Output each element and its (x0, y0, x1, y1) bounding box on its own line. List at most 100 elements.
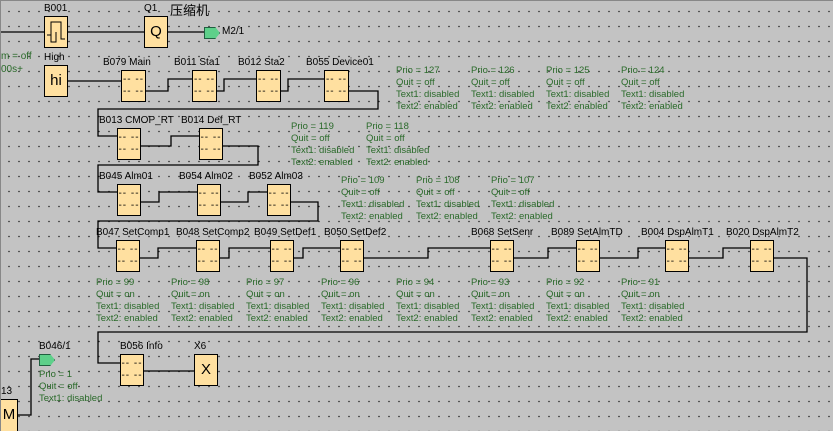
block-symbol: -- -- (197, 244, 219, 255)
block-parameter-text: Quit = on (246, 289, 285, 300)
block-symbol: -- -- (268, 200, 290, 211)
flag-label: B046/1 (39, 341, 71, 352)
wire (294, 247, 340, 259)
block-b045[interactable]: -- ---- -- (117, 184, 141, 216)
block-high[interactable]: hi (44, 65, 68, 97)
block-b054[interactable]: -- ---- -- (197, 184, 221, 216)
block-symbol: -- -- (193, 86, 216, 97)
block-b014[interactable]: -- ---- -- (199, 128, 223, 160)
block-parameter-text: Text1: disabled (171, 301, 235, 312)
block-parameter-text: Text2: enabled (321, 313, 383, 324)
block-b050[interactable]: -- ---- -- (340, 240, 364, 272)
block-b013[interactable]: -- ---- -- (117, 128, 141, 160)
block-parameter-text: Text2: enabled (96, 313, 158, 324)
block-label: B050 SetDef2 (324, 227, 387, 238)
block-symbol: -- -- (117, 256, 139, 267)
block-parameter-text: Quit = on (621, 289, 660, 300)
block-symbol: -- -- (577, 256, 599, 267)
block-parameter-text: Prio = 119 (291, 121, 334, 132)
block-b001[interactable] (44, 16, 68, 48)
block-parameter-text: Quit = off (546, 77, 585, 88)
block-parameter-text: Text2: enabled (416, 211, 478, 222)
block-b049[interactable]: -- ---- -- (270, 240, 294, 272)
block-parameter-text: Quit = on (171, 289, 210, 300)
block-parameter-text: Text1: disabled (621, 301, 685, 312)
wire (364, 247, 490, 259)
block-label: B001 (44, 3, 68, 14)
flag-label: M2/1 (222, 26, 245, 37)
block-label: B020 DspAlmT2 (726, 227, 799, 238)
block-symbol: -- -- (666, 256, 688, 267)
block-b056[interactable]: -- ---- -- (120, 354, 144, 386)
block-b052[interactable]: -- ---- -- (267, 184, 291, 216)
block-parameter-text: Prio = 92 (546, 277, 585, 288)
block-parameter-text: Text1: disabled (341, 199, 405, 210)
block-parameter-text: Prio = 94 (396, 277, 435, 288)
block-label: B054 Alm02 (179, 171, 233, 182)
block-m[interactable]: M (1, 399, 18, 431)
block-b012[interactable]: -- ---- -- (256, 70, 281, 102)
block-symbol: -- -- (118, 200, 140, 211)
block-symbol: -- -- (341, 256, 363, 267)
flag-connector-icon[interactable] (39, 354, 55, 366)
block-parameter-text: Prio = 99 (96, 277, 135, 288)
block-parameter-text: Text1: disabled (396, 89, 460, 100)
wire (217, 78, 256, 92)
block-label: B052 Alm03 (249, 171, 303, 182)
block-parameter-text: Quit = off (366, 133, 405, 144)
block-symbol: -- -- (117, 244, 139, 255)
block-symbol: -- -- (271, 256, 293, 267)
block-label: B089 SetAlmTD (551, 227, 623, 238)
block-parameter-text: Text1: disabled (471, 89, 535, 100)
wire (689, 247, 750, 259)
block-parameter-text: Text2: enabled (396, 313, 458, 324)
block-parameter-text: Quit = off (416, 187, 455, 198)
block-b055[interactable]: -- ---- -- (324, 70, 349, 102)
block-parameter-text: Quit = off (396, 77, 435, 88)
block-symbol: -- -- (341, 244, 363, 255)
block-symbol: -- -- (666, 244, 688, 255)
block-parameter-text: Prio = 124 (621, 65, 665, 76)
block-parameter-text: Text2: enabled (396, 101, 458, 112)
block-symbol: -- -- (257, 74, 280, 85)
block-symbol: -- -- (268, 188, 290, 199)
block-symbol: -- -- (118, 144, 140, 155)
block-symbol: -- -- (271, 244, 293, 255)
block-b048[interactable]: -- ---- -- (196, 240, 220, 272)
block-b004[interactable]: -- ---- -- (665, 240, 689, 272)
block-symbol: -- -- (491, 244, 513, 255)
block-b011[interactable]: -- ---- -- (192, 70, 217, 102)
block-parameter-text: Prio = 127 (396, 65, 440, 76)
block-symbol: -- -- (751, 244, 773, 255)
block-symbol: -- -- (121, 370, 143, 381)
block-parameter-text: Quit = off (39, 381, 78, 392)
block-label: B048 SetComp2 (176, 227, 250, 238)
block-b047[interactable]: -- ---- -- (116, 240, 140, 272)
block-parameter-text: Prio = 1 (39, 369, 73, 380)
block-parameter-text: Prio = 118 (366, 121, 409, 132)
block-symbol: -- -- (491, 256, 513, 267)
block-b068[interactable]: -- ---- -- (490, 240, 514, 272)
block-q1[interactable]: Q (144, 16, 168, 48)
block-b020[interactable]: -- ---- -- (750, 240, 774, 272)
block-symbol: -- -- (198, 200, 220, 211)
block-b079[interactable]: -- -- -- -- (121, 70, 146, 102)
edge-param-text: m = off (1, 51, 32, 62)
block-label: B047 SetComp1 (96, 227, 170, 238)
block-label: B014 Def_RT (181, 115, 242, 126)
block-symbol: -- -- (257, 86, 280, 97)
block-parameter-text: Text1: disabled (546, 301, 610, 312)
edge-block-label: 13 (1, 386, 13, 397)
block-parameter-text: Text2: enabled (246, 313, 308, 324)
block-parameter-text: Prio = 107 (491, 175, 535, 186)
block-b089[interactable]: -- ---- -- (576, 240, 600, 272)
block-x6[interactable]: X (194, 354, 218, 386)
block-parameter-text: Text2: enabled (291, 157, 353, 168)
block-parameter-text: Text2: enabled (546, 101, 608, 112)
block-parameter-text: Prio = 93 (471, 277, 510, 288)
pulse-icon (47, 21, 65, 43)
flag-connector-icon[interactable] (204, 27, 220, 39)
block-parameter-text: Text2: enabled (491, 211, 553, 222)
